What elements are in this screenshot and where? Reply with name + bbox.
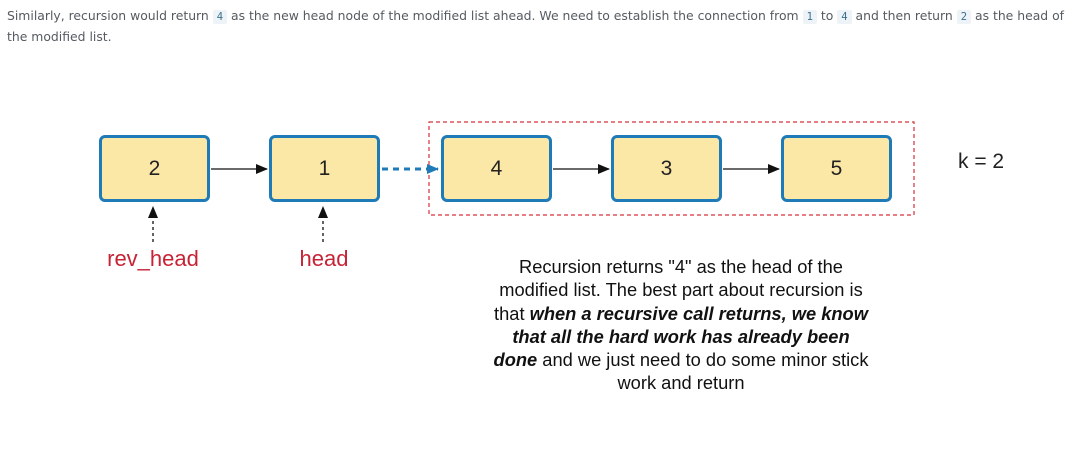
para-text-2: as the new head node of the modified lis… bbox=[227, 8, 803, 23]
list-node-2: 2 bbox=[99, 135, 210, 202]
head-label: head bbox=[299, 246, 349, 271]
inline-code-2: 2 bbox=[956, 10, 972, 24]
list-node-1: 1 bbox=[269, 135, 380, 202]
list-node-5: 5 bbox=[781, 135, 892, 202]
list-node-3: 3 bbox=[611, 135, 722, 202]
inline-code-1: 1 bbox=[802, 10, 817, 24]
explanation-paragraph: Similarly, recursion would return 4 as t… bbox=[7, 6, 1085, 47]
note-text-1: Recursion returns "4" as the head of the… bbox=[494, 256, 863, 324]
rev-head-label: rev_head bbox=[107, 246, 199, 271]
para-text-1: Similarly, recursion would return bbox=[7, 8, 213, 23]
list-node-4: 4 bbox=[441, 135, 552, 202]
inline-code-4b: 4 bbox=[837, 10, 852, 24]
k-value-label: k = 2 bbox=[958, 150, 1005, 173]
note-emphasis: when a recursive call returns, we know t… bbox=[493, 302, 868, 371]
inline-code-4: 4 bbox=[212, 10, 228, 24]
note-text-2: and we just need to do some minor stick … bbox=[537, 349, 869, 394]
para-text-3: to bbox=[816, 8, 838, 23]
recursion-note: Recursion returns "4" as the head of the… bbox=[490, 255, 872, 395]
para-text-4: and then return bbox=[851, 8, 957, 23]
para-text-5: as the head of the modified list. bbox=[7, 8, 1065, 44]
